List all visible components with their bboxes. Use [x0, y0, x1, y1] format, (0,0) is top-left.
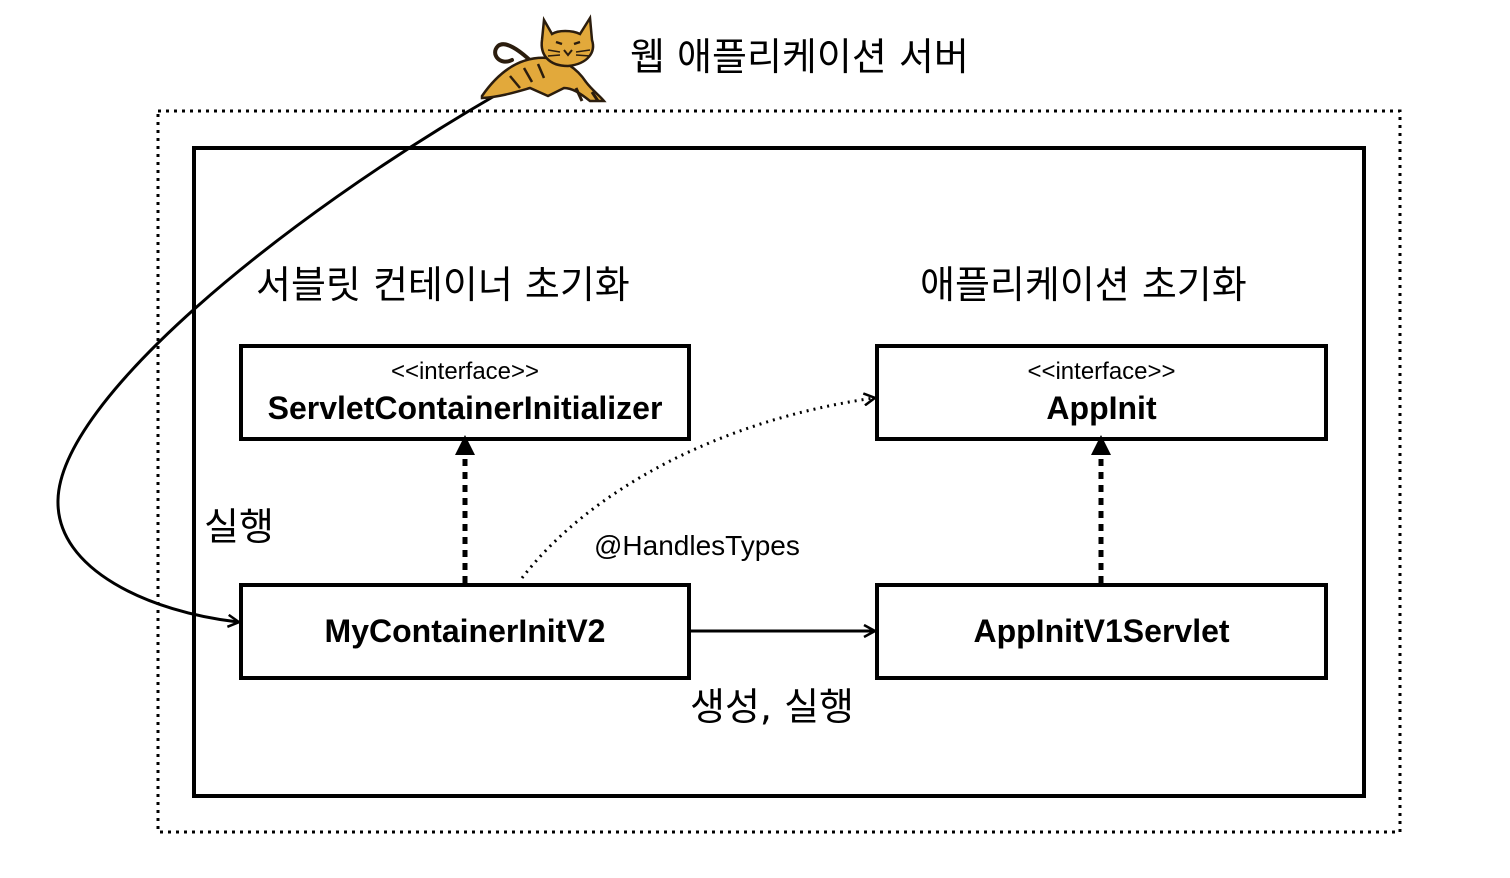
server-title: 웹 애플리케이션 서버 [630, 35, 969, 79]
app-init-v1-servlet-label: AppInitV1Servlet [877, 615, 1326, 647]
app-init-label: <<interface>> AppInit [877, 358, 1326, 426]
execute-label: 실행 [204, 505, 274, 549]
container-boundary [192, 146, 1366, 798]
create-execute-label: 생성, 실행 [690, 685, 854, 729]
servlet-container-initializer-label: <<interface>> ServletContainerInitialize… [241, 358, 689, 426]
servlet-container-initializer-box [239, 344, 691, 441]
handles-types-label: @HandlesTypes [594, 530, 800, 561]
app-init-box [875, 344, 1328, 441]
stereotype-label: <<interface>> [1027, 358, 1176, 385]
my-container-init-label: MyContainerInitV2 [241, 615, 689, 647]
class-name: MyContainerInitV2 [324, 613, 606, 649]
servlet-container-init-heading: 서블릿 컨테이너 초기화 [256, 263, 630, 307]
app-init-v1-servlet-box [875, 583, 1328, 680]
my-container-init-box [239, 583, 691, 680]
server-boundary [156, 109, 1402, 834]
execute-arrow [56, 93, 497, 622]
stereotype-label: <<interface>> [390, 358, 540, 385]
tomcat-logo-icon [480, 14, 607, 103]
class-name: ServletContainerInitializer [267, 390, 663, 426]
application-init-heading: 애플리케이션 초기화 [920, 263, 1247, 307]
class-name: AppInitV1Servlet [973, 613, 1230, 649]
class-name: AppInit [1046, 390, 1157, 426]
